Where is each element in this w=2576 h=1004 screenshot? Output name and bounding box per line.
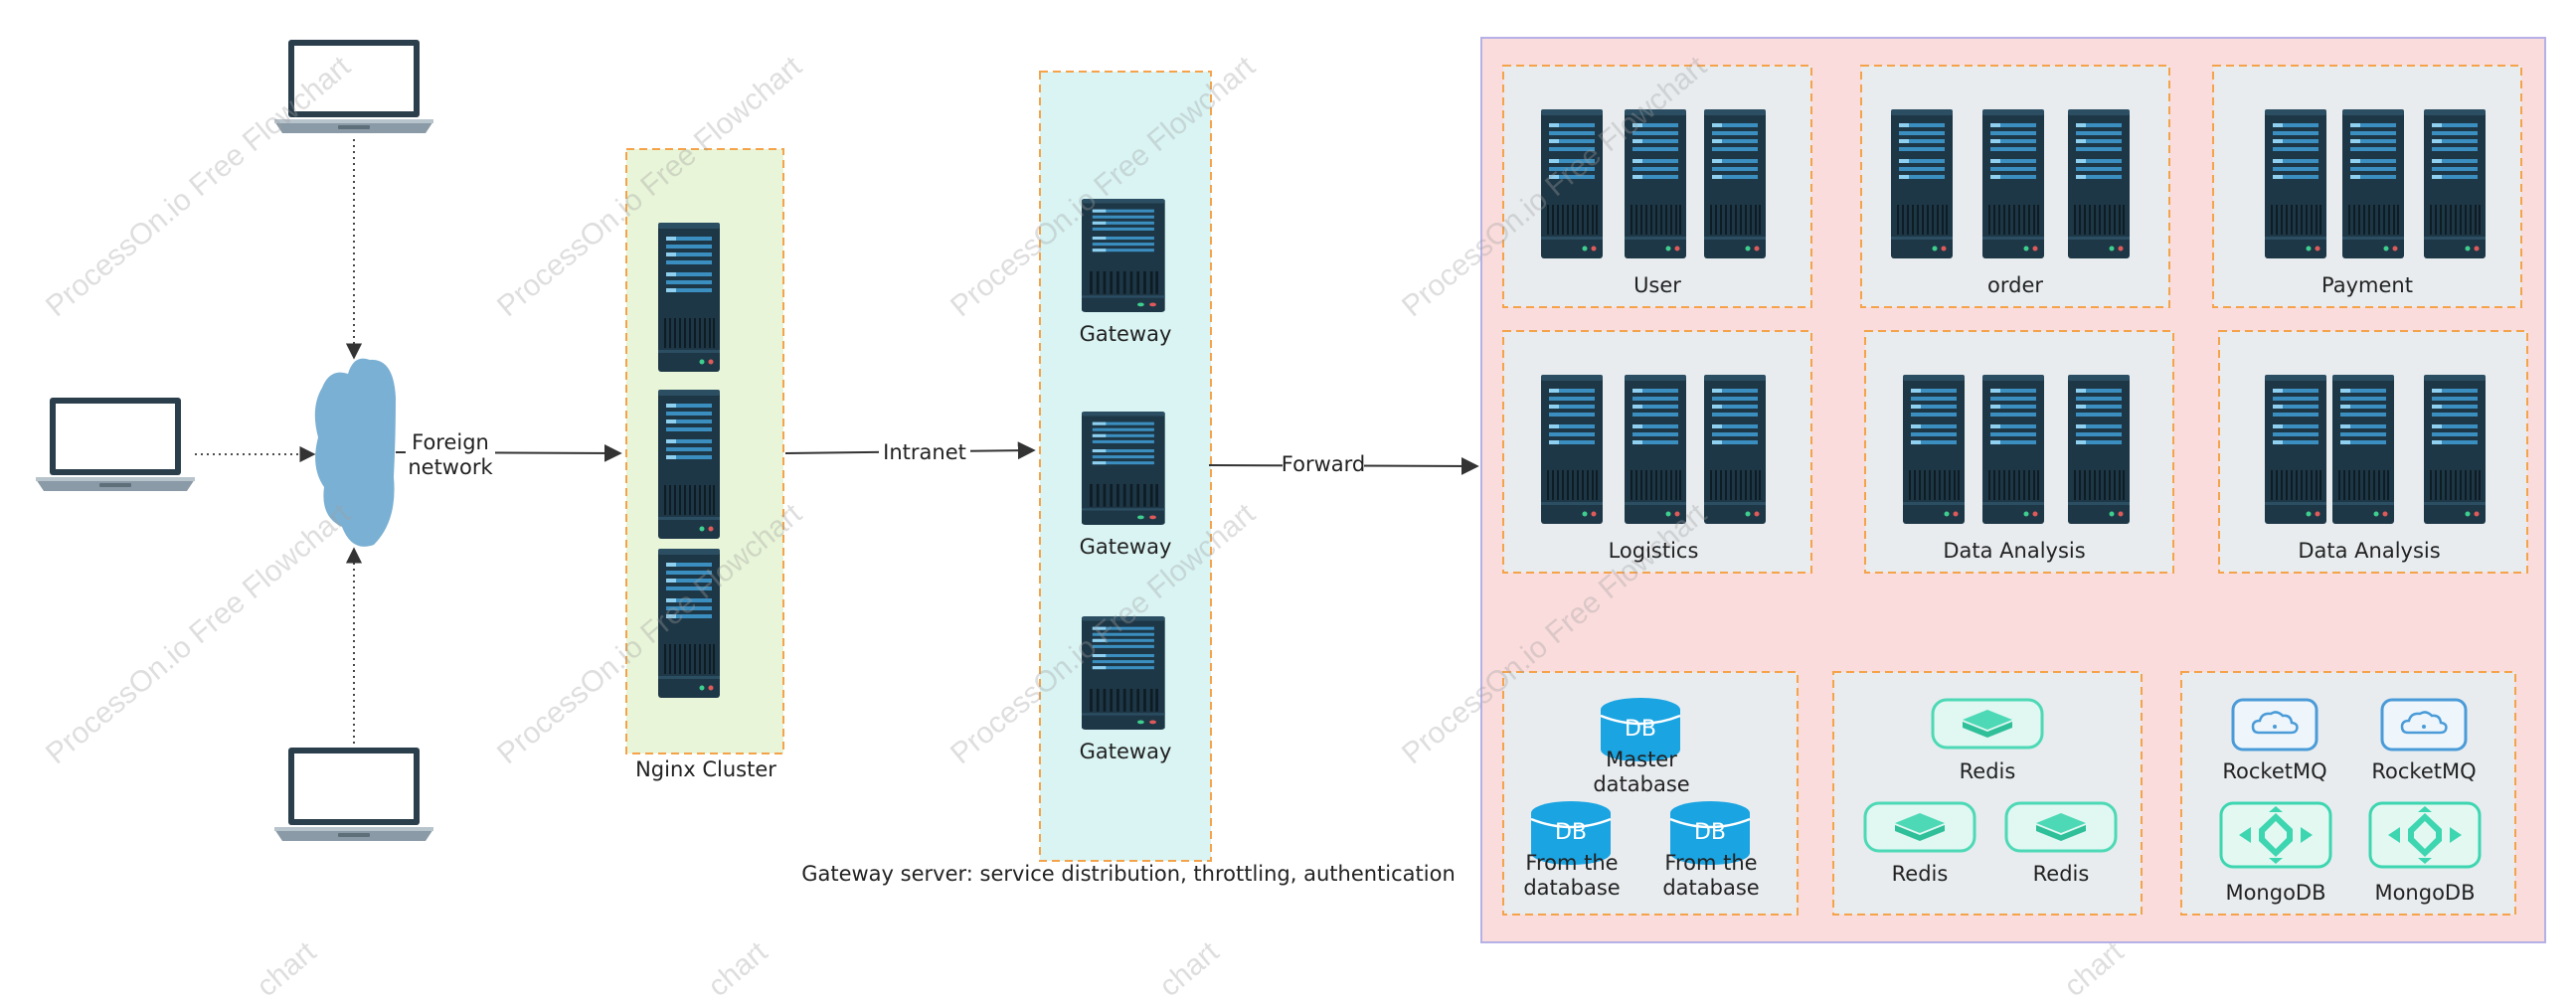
server-icon bbox=[1891, 109, 1953, 258]
server-icon bbox=[2424, 375, 2486, 524]
service-label-user: User bbox=[1633, 273, 1681, 297]
slave-database-label: From the database bbox=[1662, 851, 1760, 900]
gateway-label: Gateway bbox=[1079, 322, 1172, 346]
server-icon bbox=[1982, 109, 2044, 258]
gateway-caption: Gateway server: service distribution, th… bbox=[801, 862, 1456, 886]
db-icon-text: DB bbox=[1625, 717, 1656, 742]
server-icon bbox=[1704, 109, 1766, 258]
db-icon-text: DB bbox=[1555, 820, 1587, 845]
server-icon bbox=[1982, 375, 2044, 524]
service-label-logistics: Logistics bbox=[1608, 539, 1699, 563]
server-icon bbox=[2332, 375, 2394, 524]
gateway-label: Gateway bbox=[1079, 740, 1172, 763]
service-label-data-analysis: Data Analysis bbox=[2298, 539, 2441, 563]
nginx-server-icon bbox=[658, 223, 720, 372]
rocketmq-icon bbox=[2380, 698, 2468, 752]
mongodb-label: MongoDB bbox=[2374, 881, 2476, 905]
gateway-server-icon bbox=[1082, 412, 1165, 525]
edge-label-foreign-network: Foreign network bbox=[408, 430, 493, 479]
redis-label: Redis bbox=[1959, 759, 2016, 783]
gateway-label: Gateway bbox=[1079, 535, 1172, 559]
mongodb-icon bbox=[2368, 801, 2482, 869]
rocketmq-label: RocketMQ bbox=[2371, 759, 2477, 783]
redis-icon bbox=[1931, 698, 2044, 750]
edge-label-intranet: Intranet bbox=[883, 440, 966, 464]
redis-label: Redis bbox=[2032, 862, 2090, 886]
service-label-data-analysis: Data Analysis bbox=[1943, 539, 2086, 563]
nginx-server-icon bbox=[658, 390, 720, 539]
laptop-icon bbox=[274, 748, 433, 841]
service-label-order: order bbox=[1987, 273, 2043, 297]
server-icon bbox=[1541, 375, 1603, 524]
server-icon bbox=[1625, 375, 1686, 524]
server-icon bbox=[2068, 375, 2130, 524]
nginx-cluster-label: Nginx Cluster bbox=[635, 757, 776, 781]
server-icon bbox=[2068, 109, 2130, 258]
server-icon bbox=[2265, 109, 2326, 258]
rocketmq-icon bbox=[2231, 698, 2318, 752]
server-icon bbox=[2265, 375, 2326, 524]
slave-database-label: From the database bbox=[1523, 851, 1621, 900]
architecture-diagram: DB DB DB ProcessOn.io Free Flowchart Pro… bbox=[36, 37, 2546, 1003]
redis-label: Redis bbox=[1891, 862, 1949, 886]
cloud-icon bbox=[314, 358, 396, 547]
server-icon bbox=[2424, 109, 2486, 258]
server-icon bbox=[1704, 375, 1766, 524]
redis-icon bbox=[1863, 801, 1976, 853]
rocketmq-label: RocketMQ bbox=[2222, 759, 2327, 783]
mongodb-label: MongoDB bbox=[2225, 881, 2326, 905]
db-icon-text: DB bbox=[1694, 820, 1726, 845]
laptop-icon bbox=[36, 398, 195, 491]
server-icon bbox=[1903, 375, 1965, 524]
service-label-payment: Payment bbox=[2321, 273, 2413, 297]
edge-label-forward: Forward bbox=[1281, 452, 1366, 476]
mongodb-icon bbox=[2219, 801, 2332, 869]
redis-icon bbox=[2004, 801, 2118, 853]
master-database-label: Master database bbox=[1593, 748, 1690, 796]
server-icon bbox=[2342, 109, 2404, 258]
